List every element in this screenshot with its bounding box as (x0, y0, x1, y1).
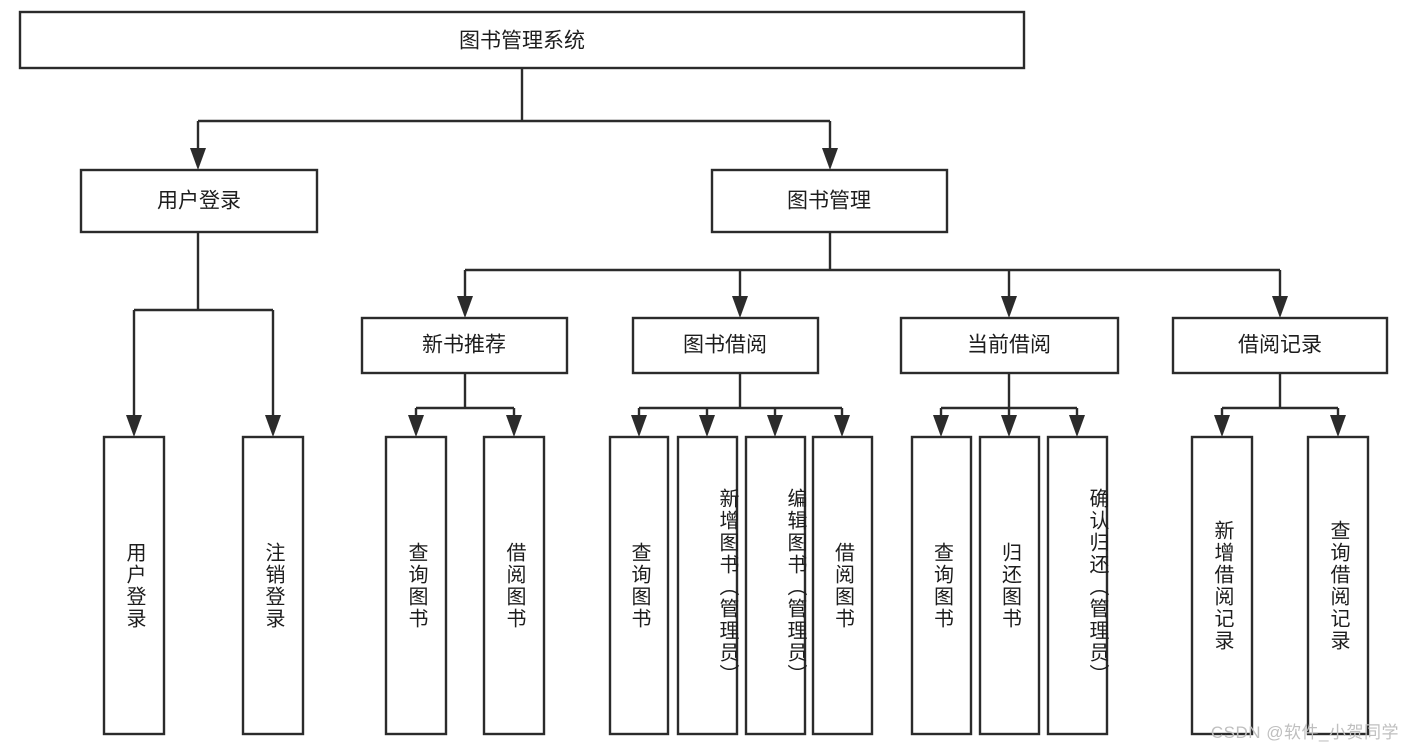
leaf-box-book-borrow-1[interactable] (608, 435, 670, 736)
node-borrow-record[interactable]: 借阅记录 (1171, 316, 1389, 375)
arrow-head-leaf-book-borrow-1 (631, 415, 647, 437)
node-new-book-recommend-box[interactable] (360, 316, 569, 375)
node-current-borrow-box[interactable] (899, 316, 1120, 375)
leaf-box-book-borrow-2[interactable] (676, 435, 739, 736)
arrow-head-leaf-current-borrow-1 (933, 415, 949, 437)
node-new-book-recommend-label: 新书推荐 (422, 334, 506, 357)
arrow-head-leaf-user-login-2 (265, 415, 281, 437)
node-book-borrow[interactable]: 图书借阅 (631, 316, 820, 375)
arrow-head-leaf-current-borrow-3 (1069, 415, 1085, 437)
node-new-book-recommend[interactable]: 新书推荐 (360, 316, 569, 375)
watermark-text: CSDN @软件_小贺同学 (1210, 723, 1399, 742)
arrow-head-borrow-record (1272, 296, 1288, 318)
leaf-box-borrow-record-1[interactable] (1190, 435, 1254, 736)
arrow-head-leaf-current-borrow-2 (1001, 415, 1017, 437)
leaf-box-new-book-1[interactable] (384, 435, 448, 736)
arrow-head-leaf-borrow-record-1 (1214, 415, 1230, 437)
leaf-box-borrow-record-2[interactable] (1306, 435, 1370, 736)
arrow-head-leaf-borrow-record-2 (1330, 415, 1346, 437)
arrow-head-leaf-new-book-1 (408, 415, 424, 437)
node-root-box[interactable] (18, 10, 1026, 70)
node-borrow-record-box[interactable] (1171, 316, 1389, 375)
arrow-head-book-borrow (732, 296, 748, 318)
node-book-borrow-box[interactable] (631, 316, 820, 375)
arrow-head-book-mgmt (822, 148, 838, 170)
node-root[interactable]: 图书管理系统 (18, 10, 1026, 70)
node-current-borrow-label: 当前借阅 (967, 334, 1051, 357)
node-book-borrow-label: 图书借阅 (683, 334, 767, 357)
leaf-node-group (102, 435, 1370, 736)
node-user-login-box[interactable] (79, 168, 319, 234)
arrow-head-user-login (190, 148, 206, 170)
arrow-head-leaf-book-borrow-2 (699, 415, 715, 437)
arrow-head-leaf-book-borrow-4 (834, 415, 850, 437)
node-book-management-box[interactable] (710, 168, 949, 234)
node-root-label: 图书管理系统 (459, 30, 585, 53)
node-borrow-record-label: 借阅记录 (1238, 334, 1322, 357)
leaf-box-book-borrow-4[interactable] (811, 435, 874, 736)
leaf-box-new-book-2[interactable] (482, 435, 546, 736)
node-user-login-label: 用户登录 (157, 190, 241, 213)
leaf-box-user-login-1[interactable] (102, 435, 166, 736)
leaf-box-current-borrow-3[interactable] (1046, 435, 1109, 736)
leaf-box-book-borrow-3[interactable] (744, 435, 807, 736)
node-current-borrow[interactable]: 当前借阅 (899, 316, 1120, 375)
arrow-head-leaf-book-borrow-3 (767, 415, 783, 437)
connector-group (126, 68, 1346, 437)
arrow-head-current-borrow (1001, 296, 1017, 318)
node-book-management-label: 图书管理 (787, 190, 871, 213)
arrow-head-leaf-user-login-1 (126, 415, 142, 437)
node-user-login[interactable]: 用户登录 (79, 168, 319, 234)
leaf-box-current-borrow-1[interactable] (910, 435, 973, 736)
leaf-box-current-borrow-2[interactable] (978, 435, 1041, 736)
node-book-management[interactable]: 图书管理 (710, 168, 949, 234)
leaf-box-user-login-2[interactable] (241, 435, 305, 736)
arrow-head-new-book (457, 296, 473, 318)
arrow-head-leaf-new-book-2 (506, 415, 522, 437)
